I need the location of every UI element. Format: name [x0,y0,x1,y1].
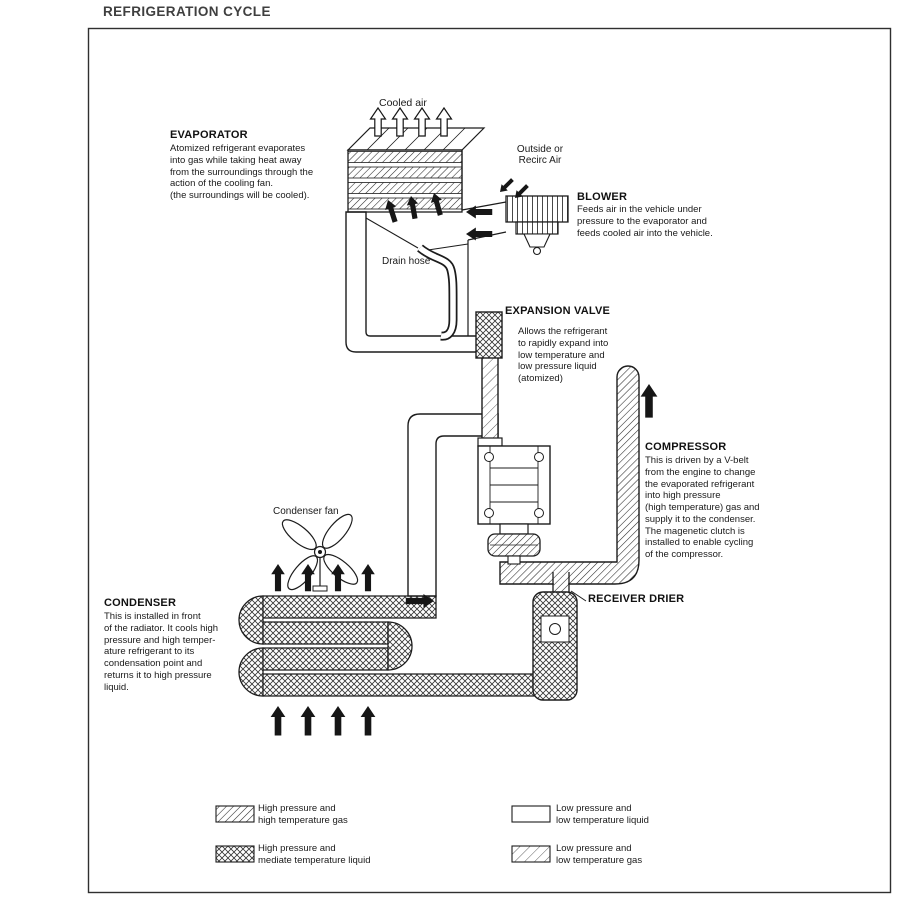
legend-swatch-mediate-temperature-liquid [215,845,255,863]
duct-walls [461,150,507,336]
condenser-fan [281,513,359,592]
condenser-coil [238,595,561,697]
compressor-description: This is driven by a V-belt from the engi… [645,455,760,561]
legend-swatches [215,805,551,863]
sight-glass [540,615,570,643]
legend-swatch-low-pressure-liquid [511,805,551,823]
expansion-valve-heading: EXPANSION VALVE [505,305,611,317]
condenser-description: This is installed in front of the radiat… [104,611,219,693]
condenser-airflow-arrows-lower [270,706,376,736]
legend-label-low-pressure-liquid: Low pressure and low temperature liquid [556,803,649,826]
expansion-valve-body [475,311,503,359]
expansion-valve-description: Allows the refrigerant to rapidly expand… [518,326,609,385]
drain-pan [365,217,469,251]
outside-recirc-air-label: Outside or Recirc Air [516,144,564,166]
legend-swatch-high-pressure-gas [215,805,255,823]
suction-pipe [481,351,499,451]
blower-heading: BLOWER [577,191,628,203]
page-title: REFRIGERATION CYCLE [103,4,271,19]
receiver-drier-heading: RECEIVER DRIER [588,593,685,605]
receiver-drier [532,590,587,701]
cooled-air-label: Cooled air [379,97,427,109]
drier-leader-line [570,590,587,602]
compressor-unit [477,437,551,525]
evaporator-description: Atomized refrigerant evaporates into gas… [170,143,314,202]
compressor-heading: COMPRESSOR [645,441,727,453]
evaporator-heading: EVAPORATOR [170,129,248,141]
legend-swatch-low-pressure-gas [511,845,551,863]
legend-label-high-pressure-gas: High pressure and high temperature gas [258,803,348,826]
blower-description: Feeds air in the vehicle under pressure … [577,204,713,239]
magnetic-clutch-pulley [487,523,541,565]
condenser-fan-blades [281,513,359,591]
evaporator-assembly [346,127,507,336]
evaporator-feed-pipe [345,211,479,353]
evaporator-airflow-arrows [382,191,446,224]
drain-hose [417,244,458,341]
blower-unit [505,195,569,256]
legend-label-mediate-temperature-liquid: High pressure and mediate temperature li… [258,843,371,866]
drain-hose-label: Drain hose [382,256,431,267]
condenser-fan-label: Condenser fan [273,506,339,517]
flow-arrow-liquid-line-up [640,384,658,418]
condenser-heading: CONDENSER [104,597,177,609]
page-border [87,27,892,894]
legend-label-low-pressure-gas: Low pressure and low temperature gas [556,843,643,866]
